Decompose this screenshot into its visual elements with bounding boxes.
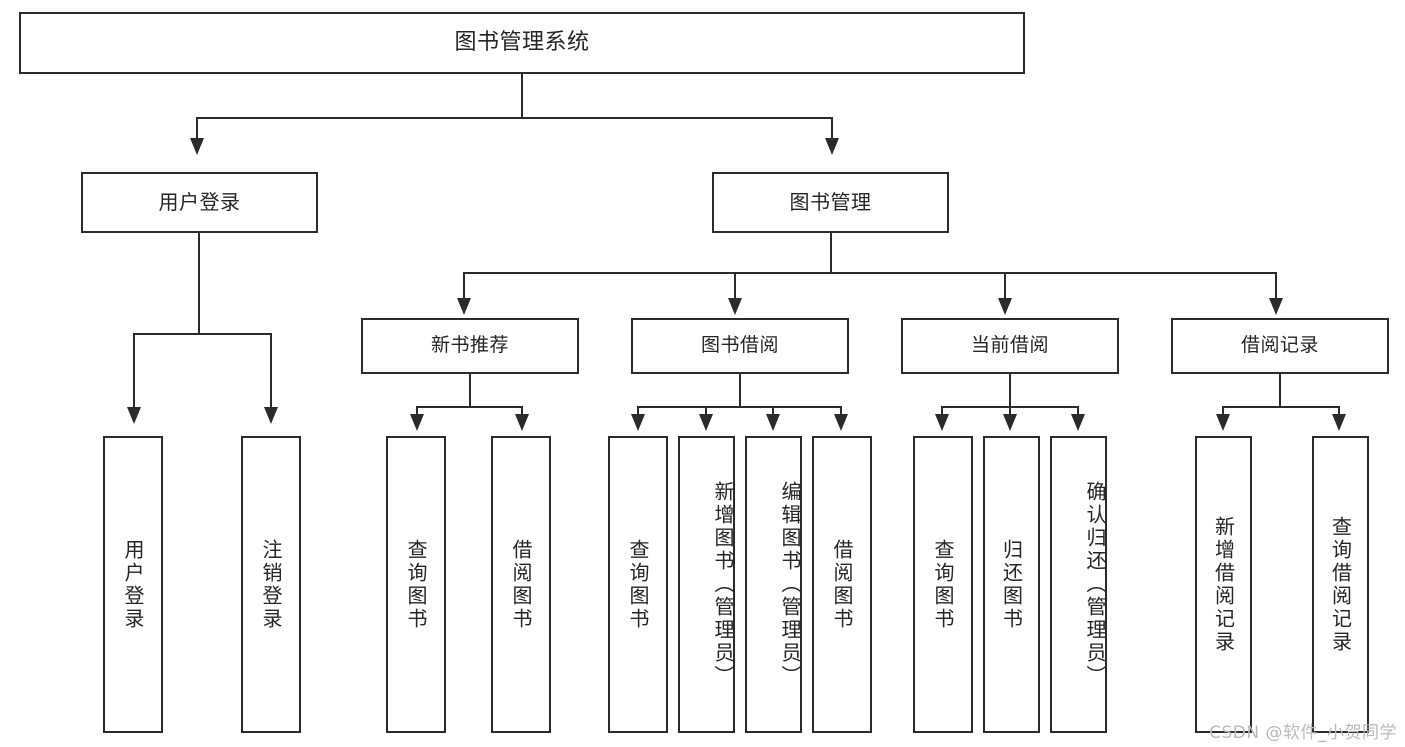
arrowhead-user-login [190, 138, 204, 155]
leaf-nb-query-book[interactable]: 查询图书 [386, 436, 446, 733]
connector-borrow-record-stem [1279, 374, 1281, 407]
connector-drop-nb-query [416, 406, 418, 418]
leaf-bb-query-book[interactable]: 查询图书 [608, 436, 668, 733]
connector-drop-bb-add [705, 406, 707, 418]
arrowhead-nb-query [410, 414, 424, 431]
connector-drop-current-borrow [1004, 272, 1006, 300]
connector-drop-user-login [196, 117, 198, 140]
arrowhead-cb-query [935, 414, 949, 431]
arrowhead-current-borrow [998, 298, 1012, 315]
leaf-cb-confirm-return[interactable]: 确认归还（管理员） [1050, 436, 1107, 733]
arrowhead-book-manage [825, 138, 839, 155]
leaf-bb-edit-book[interactable]: 编辑图书（管理员） [745, 436, 802, 733]
connector-drop-book-borrow [734, 272, 736, 300]
arrowhead-cb-confirm [1071, 414, 1085, 431]
connector-drop-bb-borrow [840, 406, 842, 418]
arrowhead-cb-return [1003, 414, 1017, 431]
arrowhead-bb-add [699, 414, 713, 431]
node-book-borrow[interactable]: 图书借阅 [631, 318, 849, 374]
arrowhead-leaf-user-login [127, 407, 141, 424]
arrowhead-bb-edit [766, 414, 780, 431]
connector-book-borrow-stem [739, 374, 741, 407]
leaf-cb-query-book[interactable]: 查询图书 [913, 436, 973, 733]
leaf-br-query-record[interactable]: 查询借阅记录 [1312, 436, 1369, 733]
leaf-bb-borrow-book[interactable]: 借阅图书 [812, 436, 872, 733]
connector-drop-cb-confirm [1077, 406, 1079, 418]
connector-user-login-stem [198, 233, 200, 334]
connector-drop-book-manage [831, 117, 833, 140]
leaf-logout[interactable]: 注销登录 [241, 436, 301, 733]
arrowhead-new-book [457, 298, 471, 315]
connector-level2-bus [463, 272, 1277, 274]
connector-drop-leaf-user-login [133, 333, 135, 409]
connector-drop-new-book [463, 272, 465, 300]
connector-drop-leaf-logout [270, 333, 272, 409]
node-borrow-record[interactable]: 借阅记录 [1171, 318, 1389, 374]
connector-drop-br-add [1222, 406, 1224, 418]
connector-new-book-stem [469, 374, 471, 407]
arrowhead-bb-query [631, 414, 645, 431]
connector-current-borrow-stem [1009, 374, 1011, 407]
leaf-bb-add-book[interactable]: 新增图书（管理员） [678, 436, 735, 733]
node-book-management[interactable]: 图书管理 [712, 172, 949, 233]
leaf-user-login[interactable]: 用户登录 [103, 436, 163, 733]
leaf-nb-borrow-book[interactable]: 借阅图书 [491, 436, 551, 733]
node-current-borrow[interactable]: 当前借阅 [901, 318, 1119, 374]
connector-drop-bb-query [637, 406, 639, 418]
connector-root-stem [521, 74, 523, 118]
connector-drop-br-query [1338, 406, 1340, 418]
node-root-system[interactable]: 图书管理系统 [19, 12, 1025, 74]
connector-drop-cb-query [941, 406, 943, 418]
arrowhead-book-borrow [728, 298, 742, 315]
node-user-login[interactable]: 用户登录 [81, 172, 318, 233]
connector-drop-nb-borrow [521, 406, 523, 418]
connector-new-book-bus [416, 406, 523, 408]
connector-user-login-bus [133, 333, 271, 335]
connector-level1-bus [196, 117, 833, 119]
leaf-br-add-record[interactable]: 新增借阅记录 [1195, 436, 1252, 733]
arrowhead-leaf-logout [264, 407, 278, 424]
connector-drop-cb-return [1009, 406, 1011, 418]
node-new-book-recommend[interactable]: 新书推荐 [361, 318, 579, 374]
arrowhead-borrow-record [1269, 298, 1283, 315]
arrowhead-bb-borrow [834, 414, 848, 431]
arrowhead-br-query [1332, 414, 1346, 431]
connector-drop-borrow-record [1275, 272, 1277, 300]
connector-drop-bb-edit [772, 406, 774, 418]
arrowhead-nb-borrow [515, 414, 529, 431]
connector-book-manage-stem [830, 233, 832, 273]
arrowhead-br-add [1216, 414, 1230, 431]
leaf-cb-return-book[interactable]: 归还图书 [983, 436, 1040, 733]
connector-book-borrow-bus [637, 406, 842, 408]
connector-borrow-record-bus [1222, 406, 1340, 408]
